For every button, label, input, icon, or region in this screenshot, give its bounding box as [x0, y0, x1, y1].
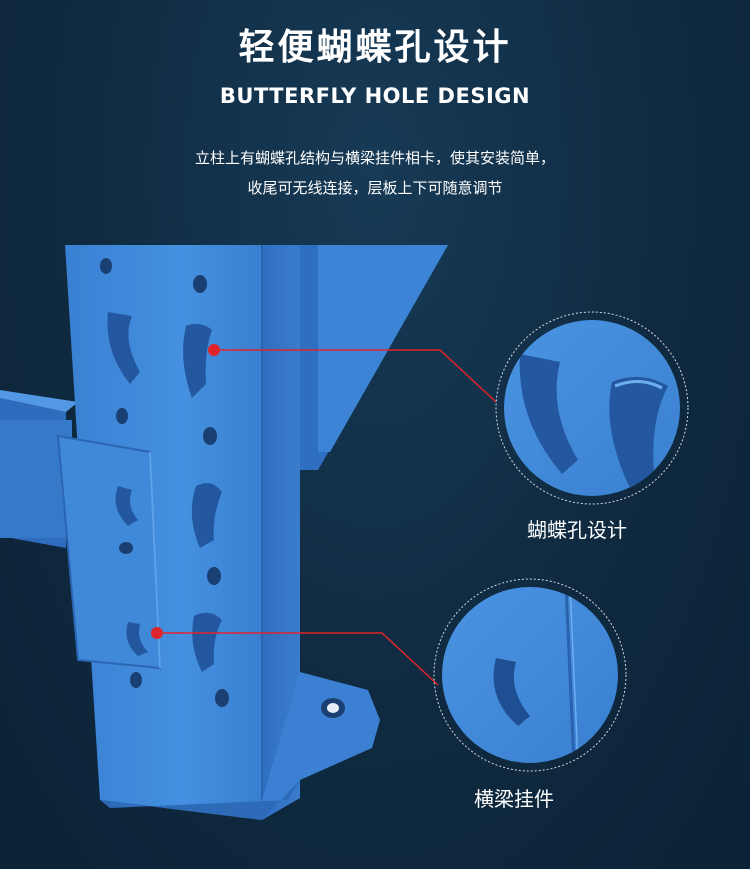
horizontal-beam — [0, 390, 78, 548]
zoom-beam-hook — [433, 578, 627, 772]
upright-post — [65, 245, 300, 820]
pointer-butterfly — [208, 344, 497, 403]
post-holes — [100, 258, 229, 707]
beam-connector-plate — [56, 434, 162, 670]
butterfly-slots — [107, 312, 222, 672]
description: 立柱上有蝴蝶孔结构与横梁挂件相卡，使其安装简单， 收尾可无线连接，层板上下可随意… — [0, 143, 750, 203]
base-plate — [100, 672, 380, 820]
page-title: 轻便蝴蝶孔设计 — [238, 27, 512, 68]
callout-label-butterfly-hole: 蝴蝶孔设计 — [527, 518, 627, 542]
page-subtitle: BUTTERFLY HOLE DESIGN — [219, 84, 531, 108]
description-line-2: 收尾可无线连接，层板上下可随意调节 — [247, 179, 503, 197]
zoom-butterfly-hole — [495, 311, 689, 505]
description-line-1: 立柱上有蝴蝶孔结构与横梁挂件相卡，使其安装简单， — [194, 149, 555, 167]
callout-label-beam-hook: 横梁挂件 — [474, 787, 554, 811]
pointer-beam — [151, 627, 439, 686]
diagonal-brace — [298, 245, 448, 470]
